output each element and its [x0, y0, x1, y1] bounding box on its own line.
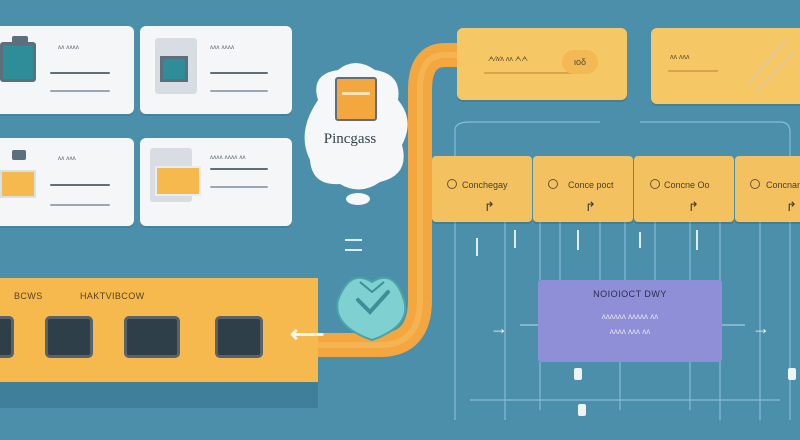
category-label: Concnan: [766, 180, 800, 190]
note-line: [484, 72, 574, 74]
info-line: ᴧᴧᴧᴧᴧᴧ ᴧᴧᴧᴧᴧ ᴧᴧ: [601, 312, 659, 321]
storage-device-icon[interactable]: [45, 316, 93, 358]
process-label: Pincgass: [323, 131, 377, 147]
document-icon-inner: [155, 166, 201, 196]
card-line: [50, 90, 110, 92]
card-caption: ᴧᴧᴧᴧ ᴧᴧᴧᴧ ᴧᴧ: [210, 155, 246, 161]
card-line: [50, 72, 110, 74]
info-title: NOIOIOCT DWY: [593, 289, 667, 299]
category-icon: [548, 179, 558, 189]
card-line: [50, 204, 110, 206]
category-tab[interactable]: [432, 156, 532, 222]
info-box[interactable]: [538, 280, 722, 362]
category-icon: [650, 179, 660, 189]
note-text: ᗅ⁄ᴧ⁄ᴧ ᴧᴧ ᗅᗅ: [488, 56, 528, 63]
info-line: ᴧᴧᴧᴧ ᴧᴧᴧ ᴧᴧ: [609, 327, 651, 336]
note-card[interactable]: [457, 28, 627, 100]
tag-icon: [788, 368, 796, 380]
category-icon: [447, 179, 457, 189]
turn-arrow-icon: ↱: [484, 199, 495, 214]
category-tab[interactable]: [533, 156, 633, 222]
card-line: [210, 72, 268, 74]
note-badge: [562, 50, 598, 74]
category-label: Conce poct: [568, 180, 614, 190]
turn-arrow-icon: ↱: [786, 199, 797, 214]
storage-device-icon[interactable]: [124, 316, 180, 358]
left-arrow-icon: ⟵: [290, 321, 325, 348]
panel-label: BCWS: [14, 291, 43, 301]
tag-icon: [574, 368, 582, 380]
document-icon-inner: [160, 56, 188, 82]
card-line: [50, 184, 110, 186]
category-label: Concne Oo: [664, 180, 710, 190]
storage-device-icon[interactable]: [0, 316, 14, 358]
right-arrow-icon: →: [752, 318, 770, 338]
card-line: [210, 90, 268, 92]
category-tab[interactable]: [735, 156, 800, 222]
card-line: [210, 186, 268, 188]
document-icon-tab: [12, 150, 26, 160]
card-caption: ᴧᴧ ᴧᴧᴧ: [58, 156, 76, 162]
note-text: ᴧᴧ ᴧᴧᴧ: [670, 54, 690, 61]
storage-device-icon[interactable]: [215, 316, 263, 358]
note-card[interactable]: [651, 28, 800, 104]
document-icon: [0, 170, 36, 198]
card-caption: ᴧᴧᴧ ᴧᴧᴧᴧ: [210, 45, 235, 51]
note-badge-text: ιοδ: [574, 57, 587, 67]
turn-arrow-icon: ↱: [688, 199, 699, 214]
card-line: [210, 168, 268, 170]
note-line: [668, 70, 718, 72]
document-icon: [0, 42, 36, 82]
document-icon-tab: [12, 36, 28, 46]
category-tab[interactable]: [634, 156, 734, 222]
right-arrow-icon: →: [490, 318, 508, 338]
category-icon: [750, 179, 760, 189]
turn-arrow-icon: ↱: [585, 199, 596, 214]
card-caption: ᴧᴧ ᴧᴧᴧᴧ: [58, 45, 80, 51]
panel-shadow: [0, 382, 318, 408]
category-label: Conchegay: [462, 180, 508, 190]
panel-label: HAKTVIBCOW: [80, 291, 145, 301]
tag-icon: [578, 404, 586, 416]
